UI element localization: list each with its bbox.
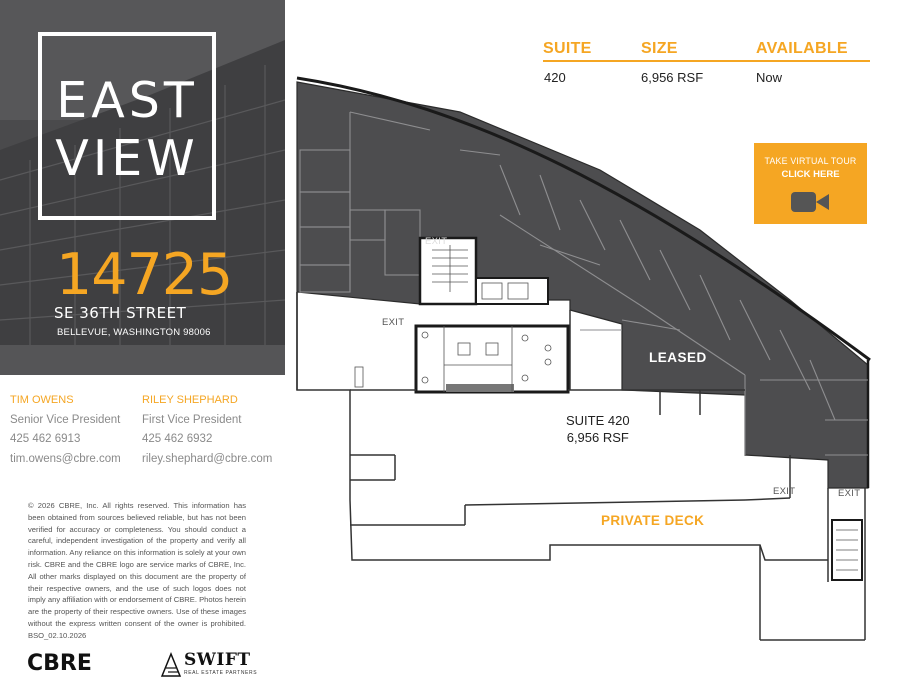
contact-phone[interactable]: 425 462 6932 <box>142 433 213 445</box>
suite-label: SUITE 420 6,956 RSF <box>566 412 630 446</box>
column-header-available: AVAILABLE <box>756 40 848 57</box>
contacts-section: TIM OWENS Senior Vice President 425 462 … <box>0 375 285 695</box>
outer-wall <box>296 76 871 362</box>
size-cell: 6,956 RSF <box>641 70 704 85</box>
suite-size: 6,956 RSF <box>566 430 629 445</box>
private-deck-label: PRIVATE DECK <box>601 513 705 528</box>
suite-cell: 420 <box>544 70 566 85</box>
table-divider <box>543 60 870 62</box>
available-cell: Now <box>756 70 783 85</box>
column-header-size: SIZE <box>641 40 678 57</box>
contact-title: First Vice President <box>142 413 242 426</box>
suite-420-walls <box>296 292 866 641</box>
building-title-line1: EAST <box>56 72 198 129</box>
exit-label: EXIT <box>773 486 796 497</box>
virtual-tour-button[interactable]: TAKE VIRTUAL TOUR CLICK HERE <box>754 143 867 224</box>
address-city: BELLEVUE, WASHINGTON 98006 <box>57 327 211 338</box>
contact-email[interactable]: riley.shephard@cbre.com <box>142 452 273 465</box>
building-core <box>414 236 570 394</box>
video-camera-icon <box>791 192 829 212</box>
building-title-box: EAST VIEW <box>38 32 216 220</box>
swift-logo: SWIFT REAL ESTATE PARTNERS <box>160 650 270 680</box>
building-title-line2: VIEW <box>55 130 199 187</box>
swift-subtitle: REAL ESTATE PARTNERS <box>184 670 258 676</box>
contact-card: RILEY SHEPHARD First Vice President 425 … <box>142 391 272 469</box>
exit-label: EXIT <box>838 488 861 499</box>
suite-number: SUITE 420 <box>566 413 630 428</box>
building-photo-panel: EAST VIEW 14725 SE 36TH STREET BELLEVUE,… <box>0 0 285 375</box>
address-street: SE 36TH STREET <box>54 304 187 322</box>
swift-emblem-icon <box>160 652 182 677</box>
contact-email[interactable]: tim.owens@cbre.com <box>10 452 121 465</box>
tour-cta: CLICK HERE <box>781 169 840 180</box>
legal-disclaimer: © 2026 CBRE, Inc. All rights reserved. T… <box>28 501 246 640</box>
address-number: 14725 <box>56 242 233 308</box>
column-header-suite: SUITE <box>543 40 592 57</box>
contact-name: RILEY SHEPHARD <box>142 394 238 406</box>
contact-card: TIM OWENS Senior Vice President 425 462 … <box>10 391 121 469</box>
tour-caption: TAKE VIRTUAL TOUR <box>764 156 857 166</box>
contact-title: Senior Vice President <box>10 413 121 426</box>
exit-label: EXIT <box>425 236 448 247</box>
contact-name: TIM OWENS <box>10 394 74 406</box>
swift-wordmark: SWIFT <box>184 650 251 670</box>
contact-phone[interactable]: 425 462 6913 <box>10 433 81 445</box>
leased-label: LEASED <box>649 350 707 365</box>
building-photo <box>0 0 285 375</box>
cbre-logo: CBRE <box>27 651 92 676</box>
exit-label: EXIT <box>382 317 405 328</box>
